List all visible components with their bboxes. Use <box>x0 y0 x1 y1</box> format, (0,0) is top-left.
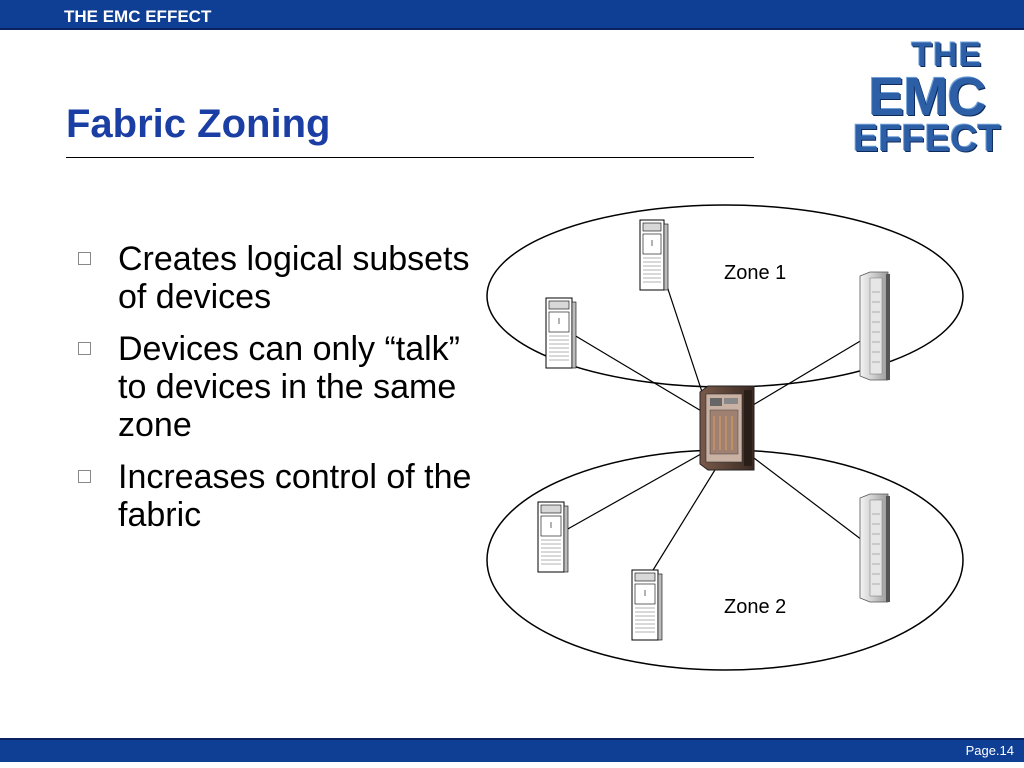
link-storage-1 <box>747 339 863 409</box>
server-icon <box>639 219 669 291</box>
footer-bar: Page.14 <box>0 738 1024 762</box>
bullet-item: Increases control of the fabric <box>78 458 478 534</box>
square-bullet-icon <box>78 342 91 355</box>
fabric-switch-icon <box>699 385 755 471</box>
zone-1-label: Zone 1 <box>724 262 786 284</box>
emc-effect-logo: THE EMC EFFECT <box>852 38 1002 172</box>
link-server-b <box>573 334 709 416</box>
bullet-text: Devices can only “talk” to devices in th… <box>118 330 461 444</box>
bullet-text: Creates logical subsets of devices <box>118 240 470 316</box>
bullet-text: Increases control of the fabric <box>118 458 472 534</box>
slide-title: Fabric Zoning <box>66 102 331 146</box>
logo-line-2: EMC <box>868 67 987 127</box>
server-icon <box>545 297 577 369</box>
title-underline <box>66 157 754 158</box>
server-icon <box>631 569 663 641</box>
link-server-c <box>565 449 709 531</box>
square-bullet-icon <box>78 252 91 265</box>
server-icon <box>537 501 569 573</box>
square-bullet-icon <box>78 470 91 483</box>
link-storage-2 <box>749 454 863 541</box>
top-header-bar: THE EMC EFFECT <box>0 0 1024 30</box>
link-server-d <box>649 464 719 576</box>
zoning-diagram: Zone 1 Zone 2 <box>486 204 964 671</box>
bullet-item: Creates logical subsets of devices <box>78 240 478 316</box>
page-number: Page.14 <box>965 743 1014 758</box>
storage-array-icon <box>859 271 890 381</box>
connection-lines <box>565 249 863 576</box>
bullet-list: Creates logical subsets of devices Devic… <box>78 240 478 548</box>
zone-2-label: Zone 2 <box>724 596 786 618</box>
header-title: THE EMC EFFECT <box>64 7 212 26</box>
bullet-item: Devices can only “talk” to devices in th… <box>78 330 478 444</box>
storage-array-icon <box>859 493 890 603</box>
logo-line-1: THE <box>911 36 983 74</box>
logo-line-3: EFFECT <box>853 118 1001 160</box>
